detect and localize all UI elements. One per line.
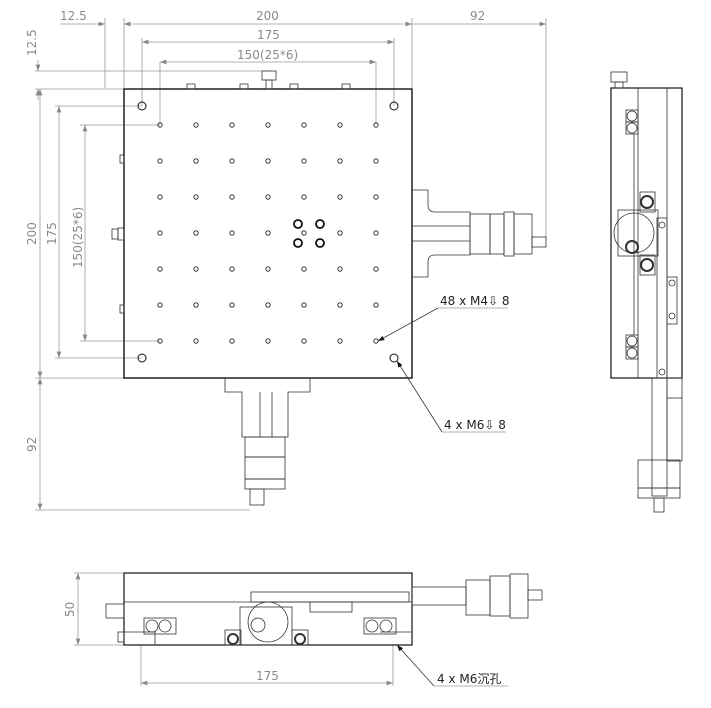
m4-hole bbox=[373, 230, 379, 236]
m4-hole bbox=[229, 122, 235, 128]
m4-hole bbox=[373, 266, 379, 272]
m4-hole bbox=[229, 338, 235, 344]
m4-hole bbox=[337, 122, 343, 128]
m4-hole bbox=[193, 338, 199, 344]
dim-edge-offset-y: 12.5 bbox=[25, 29, 39, 56]
dim-height: 200 bbox=[25, 222, 39, 245]
m4-hole bbox=[337, 266, 343, 272]
dim-front-mount-spacing: 175 bbox=[256, 669, 279, 683]
m4-hole bbox=[193, 194, 199, 200]
m4-hole bbox=[337, 230, 343, 236]
m4-hole bbox=[229, 230, 235, 236]
m4-hole bbox=[157, 338, 163, 344]
m4-hole bbox=[301, 194, 307, 200]
leader-grid-holes bbox=[377, 307, 439, 342]
m4-hole bbox=[337, 194, 343, 200]
m4-hole bbox=[265, 230, 271, 236]
m4-hole bbox=[193, 122, 199, 128]
m4-hole bbox=[265, 266, 271, 272]
corner-mount-holes bbox=[137, 101, 399, 363]
m4-hole bbox=[301, 158, 307, 164]
side-view bbox=[610, 71, 683, 513]
m4-hole bbox=[193, 230, 199, 236]
m4-hole bbox=[229, 158, 235, 164]
m4-hole bbox=[373, 158, 379, 164]
callout-counterbore: 4 x M6沉孔 bbox=[437, 672, 501, 686]
x-micrometer[interactable] bbox=[412, 189, 547, 278]
m4-hole bbox=[157, 194, 163, 200]
m4-hole bbox=[157, 266, 163, 272]
m4-hole bbox=[157, 122, 163, 128]
m4-hole bbox=[265, 122, 271, 128]
m4-hole bbox=[301, 122, 307, 128]
m4-hole bbox=[265, 194, 271, 200]
m4-hole bbox=[337, 302, 343, 308]
dim-grid-span-y: 150(25*6) bbox=[71, 207, 85, 268]
m4-hole bbox=[193, 158, 199, 164]
m4-hole bbox=[301, 266, 307, 272]
m4-hole bbox=[373, 194, 379, 200]
front-view: 50 175 4 x M6沉孔 bbox=[63, 572, 543, 687]
m4-hole bbox=[157, 158, 163, 164]
m4-hole bbox=[157, 302, 163, 308]
callout-corner-holes: 4 x M6⇩ 8 bbox=[444, 418, 506, 432]
dim-edge-offset-x: 12.5 bbox=[60, 9, 87, 23]
m4-hole bbox=[337, 158, 343, 164]
plate-edge-details bbox=[111, 70, 351, 314]
dim-front-height: 50 bbox=[63, 602, 77, 617]
dimension-lines bbox=[35, 21, 546, 510]
m4-hole bbox=[193, 266, 199, 272]
leader-corner-holes bbox=[396, 360, 443, 433]
dim-mount-spacing-x: 175 bbox=[257, 28, 280, 42]
dim-grid-span-x: 150(25*6) bbox=[237, 48, 298, 62]
m4-hole bbox=[265, 302, 271, 308]
dim-knob-extent-y: 92 bbox=[25, 437, 39, 452]
center-holes bbox=[293, 219, 325, 248]
dim-mount-spacing-y: 175 bbox=[45, 222, 59, 245]
m4-hole bbox=[373, 122, 379, 128]
m4-hole bbox=[265, 338, 271, 344]
dim-knob-extent-x: 92 bbox=[470, 9, 485, 23]
m4-hole bbox=[301, 338, 307, 344]
m4-hole bbox=[301, 302, 307, 308]
m4-hole bbox=[337, 338, 343, 344]
top-view: 12.5 200 92 175 150(25*6) 12.5 200 175 1… bbox=[25, 9, 547, 511]
extension-lines bbox=[35, 18, 547, 511]
y-micrometer[interactable] bbox=[224, 378, 311, 506]
m4-hole bbox=[301, 230, 307, 236]
m4-hole bbox=[373, 338, 379, 344]
dim-width: 200 bbox=[256, 9, 279, 23]
hole-grid bbox=[157, 122, 379, 344]
m4-hole bbox=[265, 158, 271, 164]
m4-hole bbox=[229, 266, 235, 272]
m4-hole bbox=[157, 230, 163, 236]
leader-counterbore bbox=[396, 644, 435, 687]
m4-hole bbox=[229, 302, 235, 308]
m4-hole bbox=[193, 302, 199, 308]
stage-plate bbox=[123, 88, 413, 379]
m4-hole bbox=[373, 302, 379, 308]
callout-grid-holes: 48 x M4⇩ 8 bbox=[440, 294, 510, 308]
m4-hole bbox=[229, 194, 235, 200]
